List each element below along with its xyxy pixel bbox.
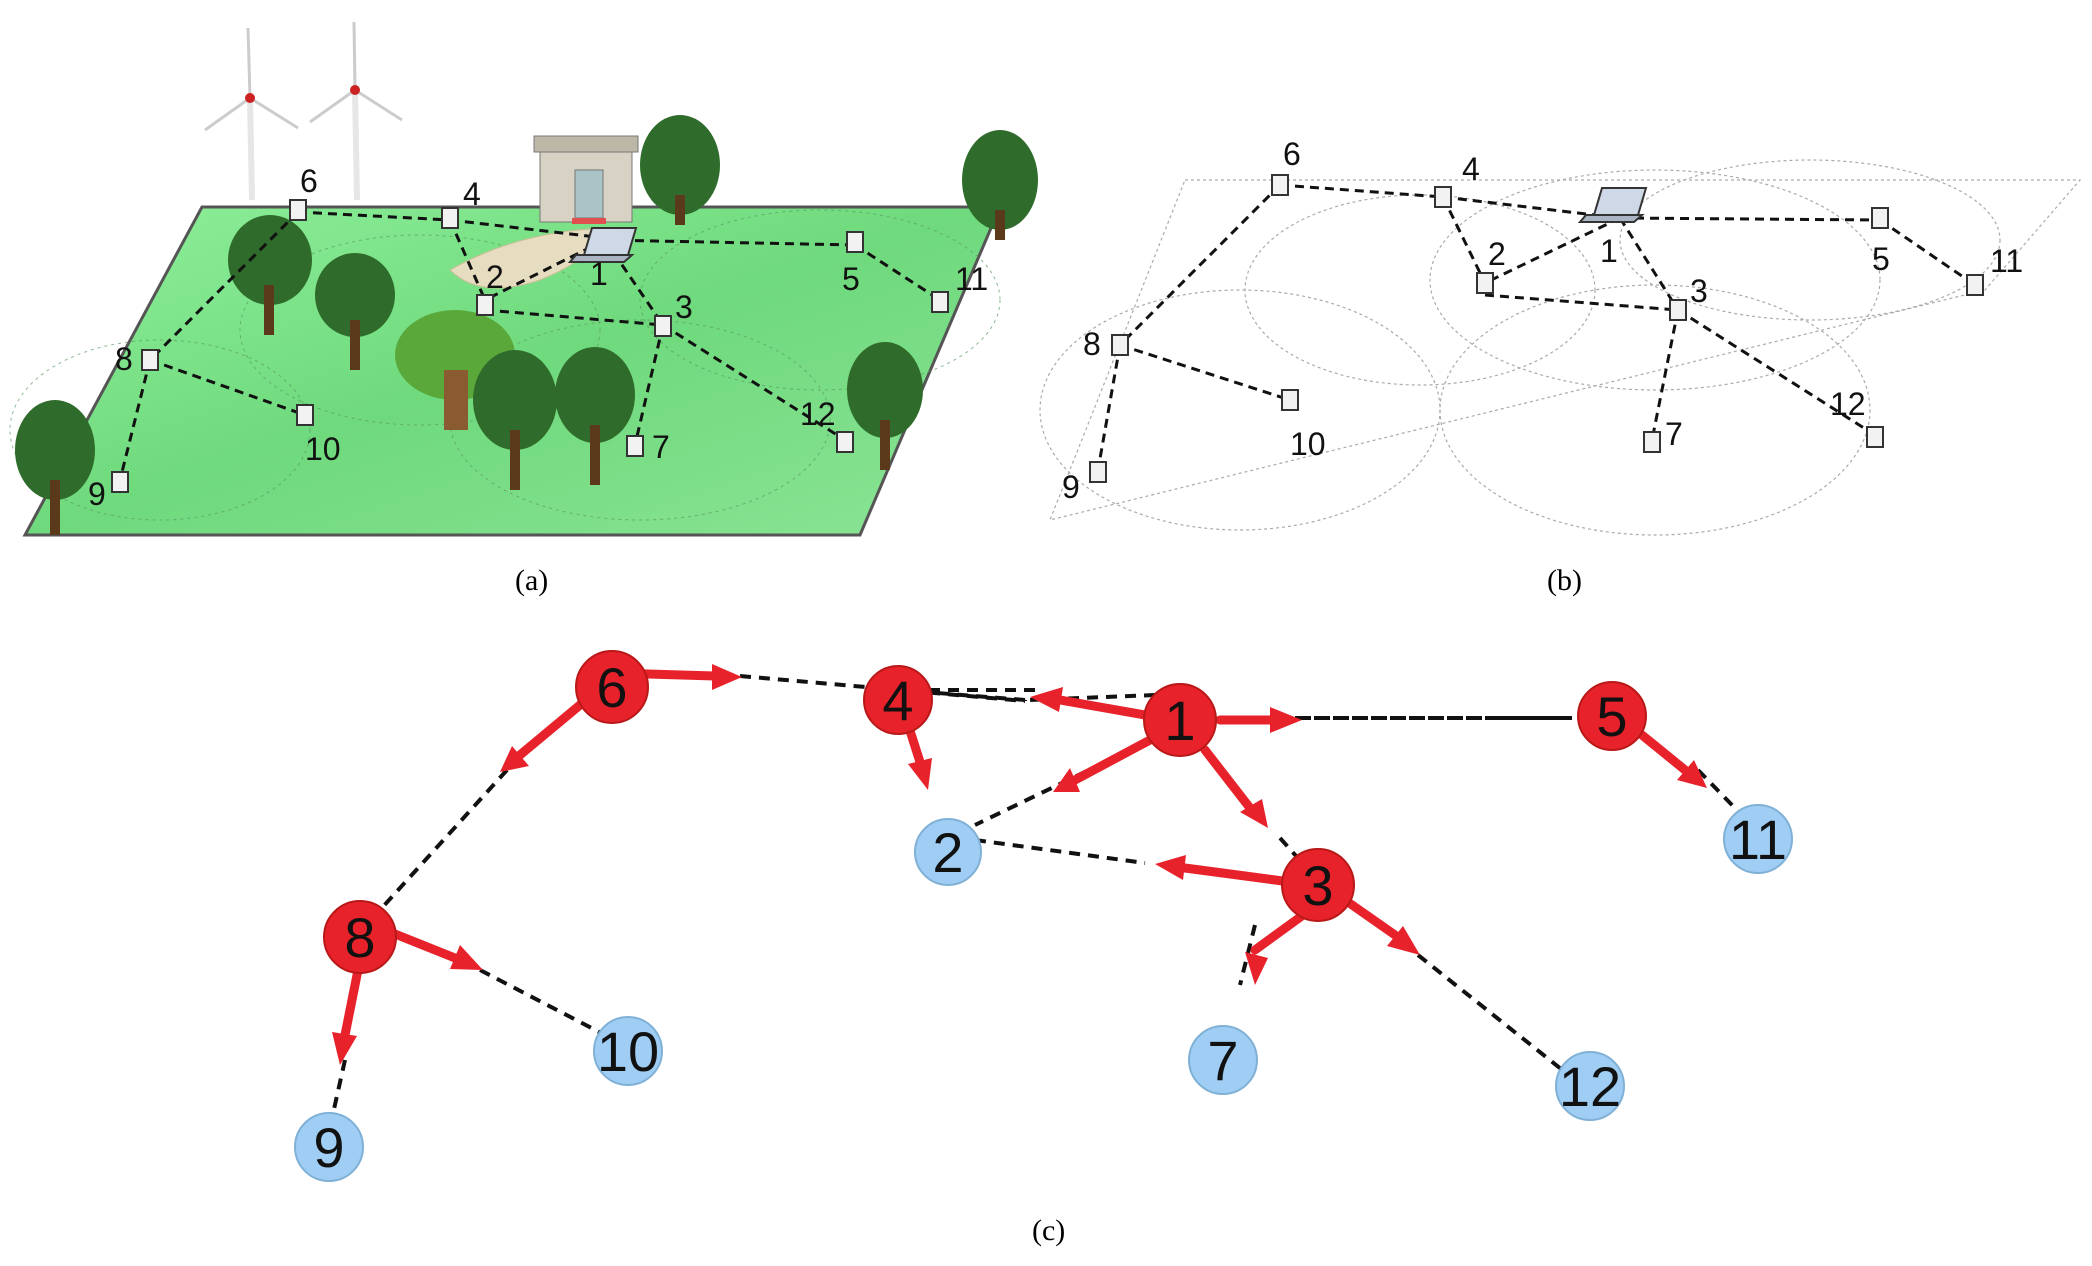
label-c-11: 11 xyxy=(1729,808,1787,871)
tree-icons xyxy=(15,115,1038,535)
label-b-2: 2 xyxy=(1488,236,1506,272)
laptop-icon xyxy=(567,227,638,263)
label-c-7: 7 xyxy=(1207,1029,1238,1092)
node-9 xyxy=(294,1112,364,1182)
caption-a: (a) xyxy=(515,564,548,597)
label-b-4: 4 xyxy=(1462,151,1480,187)
label-c-10: 10 xyxy=(597,1020,659,1083)
node-5 xyxy=(1577,681,1647,751)
node-7 xyxy=(1188,1025,1258,1095)
label-c-3: 3 xyxy=(1302,854,1333,917)
panel-a-scene: 6 4 2 1 3 5 11 8 10 12 7 9 (a) xyxy=(9,21,1038,597)
panel-b-topology: 6 4 2 1 3 5 11 8 10 12 7 9 (b) xyxy=(1039,136,2082,597)
label-a-4: 4 xyxy=(463,176,481,212)
node-3 xyxy=(1281,848,1355,922)
label-c-8: 8 xyxy=(344,906,375,969)
label-c-9: 9 xyxy=(313,1116,344,1179)
label-c-1: 1 xyxy=(1164,689,1195,752)
routing-arrows xyxy=(332,664,1707,1065)
house-icon xyxy=(533,135,639,224)
label-a-5: 5 xyxy=(842,261,860,297)
label-a-11: 11 xyxy=(955,261,988,297)
label-b-9: 9 xyxy=(1062,469,1080,505)
label-c-5: 5 xyxy=(1596,685,1627,748)
label-c-6: 6 xyxy=(596,656,627,719)
sensor-nodes-a xyxy=(111,199,949,493)
label-a-3: 3 xyxy=(675,289,693,325)
node-2 xyxy=(914,818,982,886)
label-a-10: 10 xyxy=(305,431,341,467)
node-10 xyxy=(593,1016,663,1086)
sensor-nodes-b xyxy=(1089,174,1984,483)
label-c-4: 4 xyxy=(882,669,913,732)
laptop-icon-b xyxy=(1577,187,1648,223)
panel-c-routing-tree: 1 2 3 4 5 6 7 8 9 10 11 12 (c) xyxy=(294,650,1793,1247)
links-b xyxy=(1096,183,1976,471)
node-1 xyxy=(1143,683,1217,757)
node-12 xyxy=(1555,1051,1625,1121)
label-c-12: 12 xyxy=(1559,1055,1621,1118)
caption-c: (c) xyxy=(1032,1214,1065,1247)
label-b-1: 1 xyxy=(1600,233,1618,269)
node-6 xyxy=(575,650,649,724)
label-c-2: 2 xyxy=(932,821,963,884)
label-b-11: 11 xyxy=(1990,243,2023,279)
node-8 xyxy=(323,900,397,974)
label-a-12: 12 xyxy=(800,396,836,432)
routing-nodes xyxy=(294,650,1793,1182)
label-b-6: 6 xyxy=(1283,136,1301,172)
caption-b: (b) xyxy=(1547,564,1582,597)
label-a-8: 8 xyxy=(115,341,133,377)
label-a-2: 2 xyxy=(486,259,504,295)
label-b-3: 3 xyxy=(1690,273,1708,309)
wind-turbine-icon xyxy=(204,21,403,201)
node-11 xyxy=(1723,804,1793,874)
links-c xyxy=(328,674,1765,1128)
label-a-1: 1 xyxy=(590,256,608,292)
range-circles-b xyxy=(1039,159,2082,536)
label-b-10: 10 xyxy=(1290,426,1326,462)
label-a-6: 6 xyxy=(300,163,318,199)
node-4 xyxy=(863,665,933,735)
label-b-8: 8 xyxy=(1083,326,1101,362)
label-a-7: 7 xyxy=(652,429,670,465)
label-b-7: 7 xyxy=(1665,416,1683,452)
label-a-9: 9 xyxy=(88,476,106,512)
label-b-12: 12 xyxy=(1830,386,1866,422)
label-b-5: 5 xyxy=(1872,241,1890,277)
